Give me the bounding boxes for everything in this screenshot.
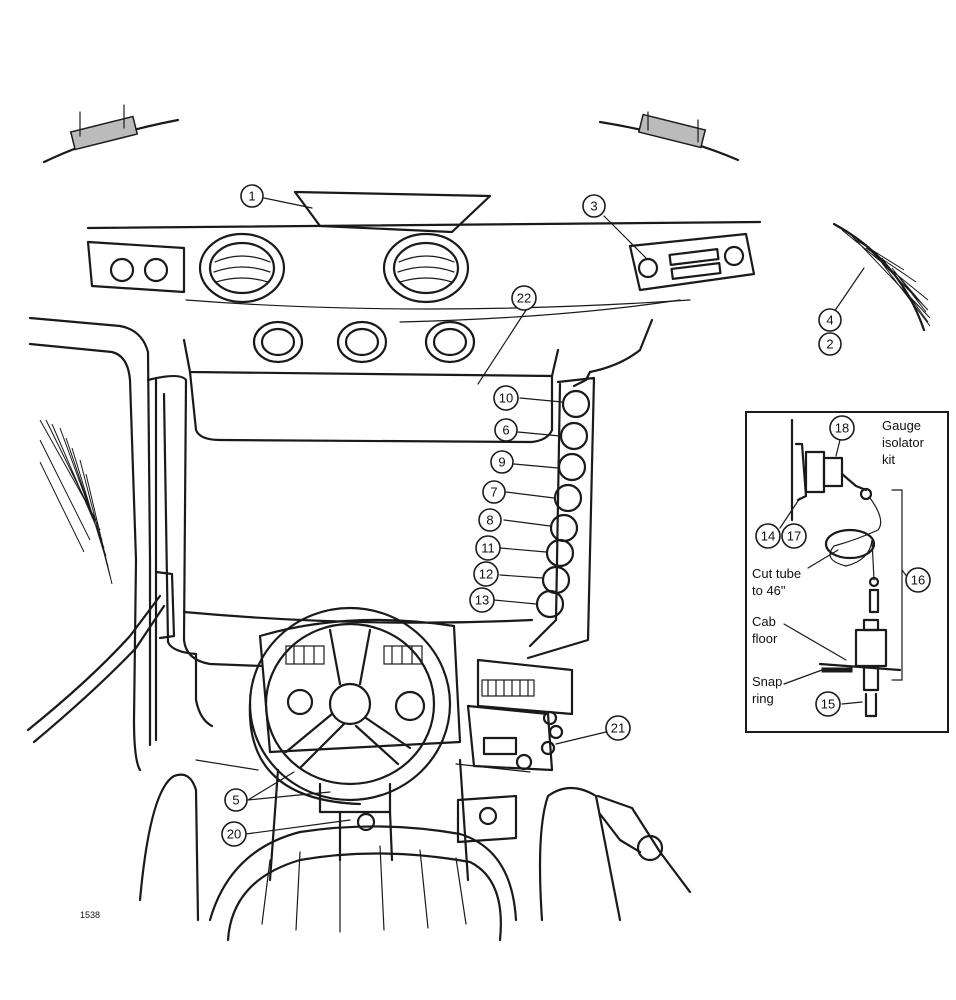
callout-2: 2 xyxy=(818,332,842,356)
callout-18: 18 xyxy=(829,415,855,441)
radio xyxy=(628,232,756,292)
leader-lines xyxy=(245,197,909,835)
callout-20: 20 xyxy=(221,821,247,847)
callout-3: 3 xyxy=(582,194,606,218)
svg-text:ring: ring xyxy=(752,691,774,706)
svg-text:14: 14 xyxy=(761,529,775,544)
label-snap-ring: Snap ring xyxy=(752,674,782,706)
steering-wheel xyxy=(248,606,452,806)
svg-text:9: 9 xyxy=(498,455,505,470)
callout-14: 14 xyxy=(755,523,781,549)
right-door-window xyxy=(832,222,931,332)
callout-8: 8 xyxy=(478,508,502,532)
callout-1: 1 xyxy=(240,184,264,208)
callout-6: 6 xyxy=(494,418,518,442)
callout-7: 7 xyxy=(482,480,506,504)
gauge-column xyxy=(526,376,596,660)
callout-12: 12 xyxy=(473,561,499,587)
svg-text:1: 1 xyxy=(248,189,255,204)
svg-text:4: 4 xyxy=(826,313,833,328)
svg-text:10: 10 xyxy=(499,391,513,406)
svg-text:7: 7 xyxy=(490,485,497,500)
svg-text:isolator: isolator xyxy=(882,435,925,450)
svg-text:5: 5 xyxy=(232,793,239,808)
label-cut-tube: Cut tube to 46" xyxy=(752,566,801,598)
callout-15: 15 xyxy=(815,691,841,717)
steering-column xyxy=(268,758,470,882)
svg-text:Cut tube: Cut tube xyxy=(752,566,801,581)
svg-text:8: 8 xyxy=(486,513,493,528)
windshield-lower-edge xyxy=(182,610,534,624)
svg-text:15: 15 xyxy=(821,697,835,712)
figure-reference: 1538 xyxy=(80,910,100,920)
roof-lamps xyxy=(42,104,740,164)
callout-22: 22 xyxy=(511,285,537,311)
callout-5: 5 xyxy=(224,788,248,812)
driver-seat xyxy=(208,825,518,942)
callout-10: 10 xyxy=(493,385,519,411)
svg-text:20: 20 xyxy=(227,827,241,842)
svg-text:Cab: Cab xyxy=(752,614,776,629)
label-cab-floor: Cab floor xyxy=(752,614,778,646)
left-switch-panel xyxy=(86,240,186,294)
callout-21: 21 xyxy=(605,715,631,741)
svg-text:12: 12 xyxy=(479,567,493,582)
left-door xyxy=(26,419,176,744)
right-switch-panel xyxy=(466,658,574,772)
svg-text:22: 22 xyxy=(517,291,531,306)
overhead-console xyxy=(182,338,560,444)
svg-text:2: 2 xyxy=(826,337,833,352)
floor-lines xyxy=(195,759,531,773)
cab-frame xyxy=(28,316,654,772)
svg-text:Gauge: Gauge xyxy=(882,418,921,433)
svg-text:13: 13 xyxy=(475,593,489,608)
sun-shade-top xyxy=(293,190,492,234)
inset-title: Gauge isolator kit xyxy=(882,418,925,467)
callout-4: 4 xyxy=(818,308,842,332)
svg-text:to 46": to 46" xyxy=(752,583,786,598)
callout-11: 11 xyxy=(475,535,501,561)
svg-text:21: 21 xyxy=(611,721,625,736)
callout-17: 17 xyxy=(781,523,807,549)
callout-16: 16 xyxy=(905,567,931,593)
svg-text:6: 6 xyxy=(502,423,509,438)
callout-9: 9 xyxy=(490,450,514,474)
callout-13: 13 xyxy=(469,587,495,613)
svg-text:18: 18 xyxy=(835,421,849,436)
side-seats xyxy=(138,773,692,922)
svg-text:17: 17 xyxy=(787,529,801,544)
small-vents xyxy=(252,320,476,364)
svg-text:floor: floor xyxy=(752,631,778,646)
svg-text:kit: kit xyxy=(882,452,895,467)
dash-upper-edge xyxy=(86,220,762,230)
svg-text:16: 16 xyxy=(911,573,925,588)
svg-text:11: 11 xyxy=(481,541,495,556)
svg-text:Snap: Snap xyxy=(752,674,782,689)
large-vents xyxy=(198,232,470,304)
svg-text:3: 3 xyxy=(590,199,597,214)
floor-plate-right xyxy=(456,794,518,844)
